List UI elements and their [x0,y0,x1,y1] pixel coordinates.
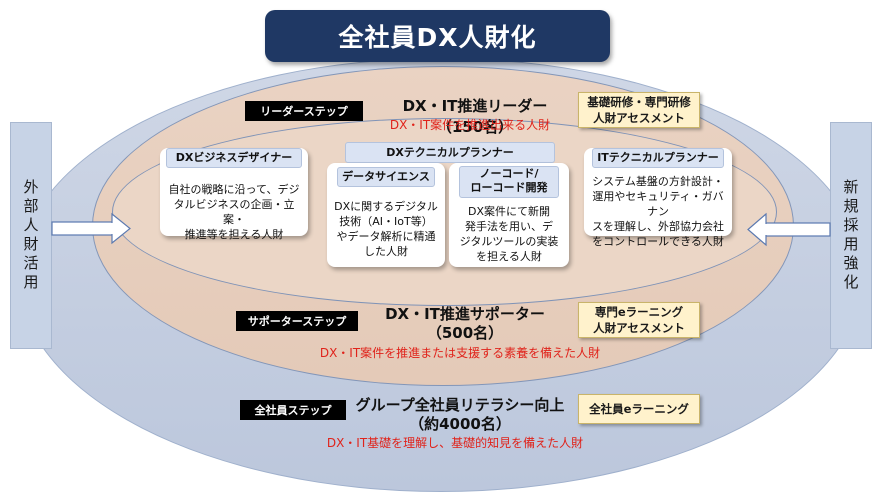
supporter-training-line: 人財アセスメント [593,321,685,335]
card-head: DXビジネスデザイナー [166,148,302,168]
page-title: 全社員DX人財化 [265,10,610,62]
all-employee-training-box: 全社員eラーニング [578,394,700,424]
card-dx-business-designer: DXビジネスデザイナー 自社の戦略に沿って、デジ タルビジネスの企画・立案・ 推… [160,148,308,241]
supporter-count: （500名） [426,324,504,342]
card-head: ノーコード/ ローコード開発 [459,166,559,198]
card-head: データサイエンス [337,167,435,187]
arrow-left-icon [51,212,131,245]
card-body: DXに関するデジタル 技術（AI・IoT等） やデータ解析に精通 した人財 [334,200,438,258]
leader-training-line: 人財アセスメント [593,111,685,125]
leader-training-line: 基礎研修・専門研修 [587,95,691,109]
leader-heading: DX・IT推進リーダー（150名） [402,97,548,136]
card-low-code: ノーコード/ ローコード開発 DX案件にて新開 発手法を用い、デ ジタルツールの… [449,163,569,267]
card-body: DX案件にて新開 発手法を用い、デ ジタルツールの実装 を担える人財 [459,205,559,263]
card-head: ITテクニカルプランナー [592,148,724,168]
all-employee-description: DX・IT基礎を理解し、基礎的知見を備えた人財 [326,436,584,450]
supporter-training-line: 専門eラーニング [594,305,684,319]
supporter-step-badge: サポーターステップ [236,311,358,331]
all-employee-count: （約4000名） [409,415,511,433]
all-employee-training-line: 全社員eラーニング [589,402,689,416]
arrow-right-icon [747,212,831,247]
card-body: システム基盤の方針設計・ 運用やセキュリティ・ガバナン スを理解し、外部協力会社… [592,175,724,248]
leader-step-badge: リーダーステップ [245,101,363,121]
card-body: 自社の戦略に沿って、デジ タルビジネスの企画・立案・ 推進等を担える人財 [168,183,300,241]
supporter-heading: DX・IT推進サポーター [385,305,545,323]
card-it-technical-planner: ITテクニカルプランナー システム基盤の方針設計・ 運用やセキュリティ・ガバナン… [584,148,732,248]
supporter-description: DX・IT案件を推進または支援する素養を備えた人財 [319,346,601,360]
leader-training-box: 基礎研修・専門研修 人財アセスメント [578,92,700,128]
all-employee-heading: グループ全社員リテラシー向上 [355,396,565,414]
leader-description: DX・IT案件を推進出来る人財 [389,118,551,132]
all-employee-step-badge: 全社員ステップ [240,400,346,420]
card-dx-technical-planner-head: DXテクニカルプランナー [345,142,555,163]
card-data-science: データサイエンス DXに関するデジタル 技術（AI・IoT等） やデータ解析に精… [327,163,445,267]
supporter-training-box: 専門eラーニング 人財アセスメント [578,302,700,338]
